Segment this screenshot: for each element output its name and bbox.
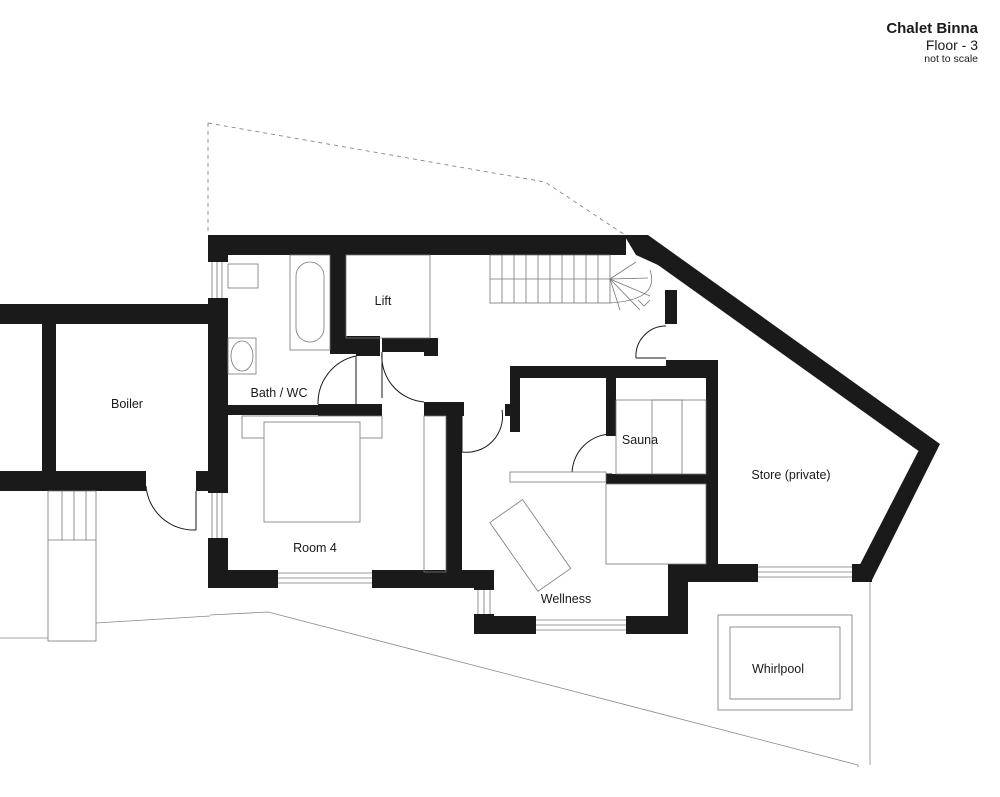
site-outline [0, 122, 871, 767]
fixtures [47, 254, 853, 711]
label-bath-wc: Bath / WC [251, 386, 308, 400]
label-room4: Room 4 [293, 541, 337, 555]
interior-walls [226, 240, 718, 574]
floor-label: Floor - 3 [925, 37, 978, 54]
doors [145, 325, 667, 531]
staircase [489, 254, 652, 311]
exterior-walls [0, 235, 940, 634]
label-lift: Lift [375, 294, 392, 308]
room-labels: Lift Bath / WC Boiler Sauna Store (priva… [111, 294, 831, 676]
label-store: Store (private) [751, 468, 830, 482]
label-wellness: Wellness [541, 592, 591, 606]
label-whirlpool: Whirlpool [752, 662, 804, 676]
scale-note: not to scale [924, 53, 978, 66]
title-block: Chalet Binna Floor - 3 not to scale [886, 20, 978, 65]
label-sauna: Sauna [622, 433, 658, 447]
label-boiler: Boiler [111, 397, 143, 411]
chalet-name: Chalet Binna [886, 20, 978, 37]
windows [211, 262, 852, 631]
